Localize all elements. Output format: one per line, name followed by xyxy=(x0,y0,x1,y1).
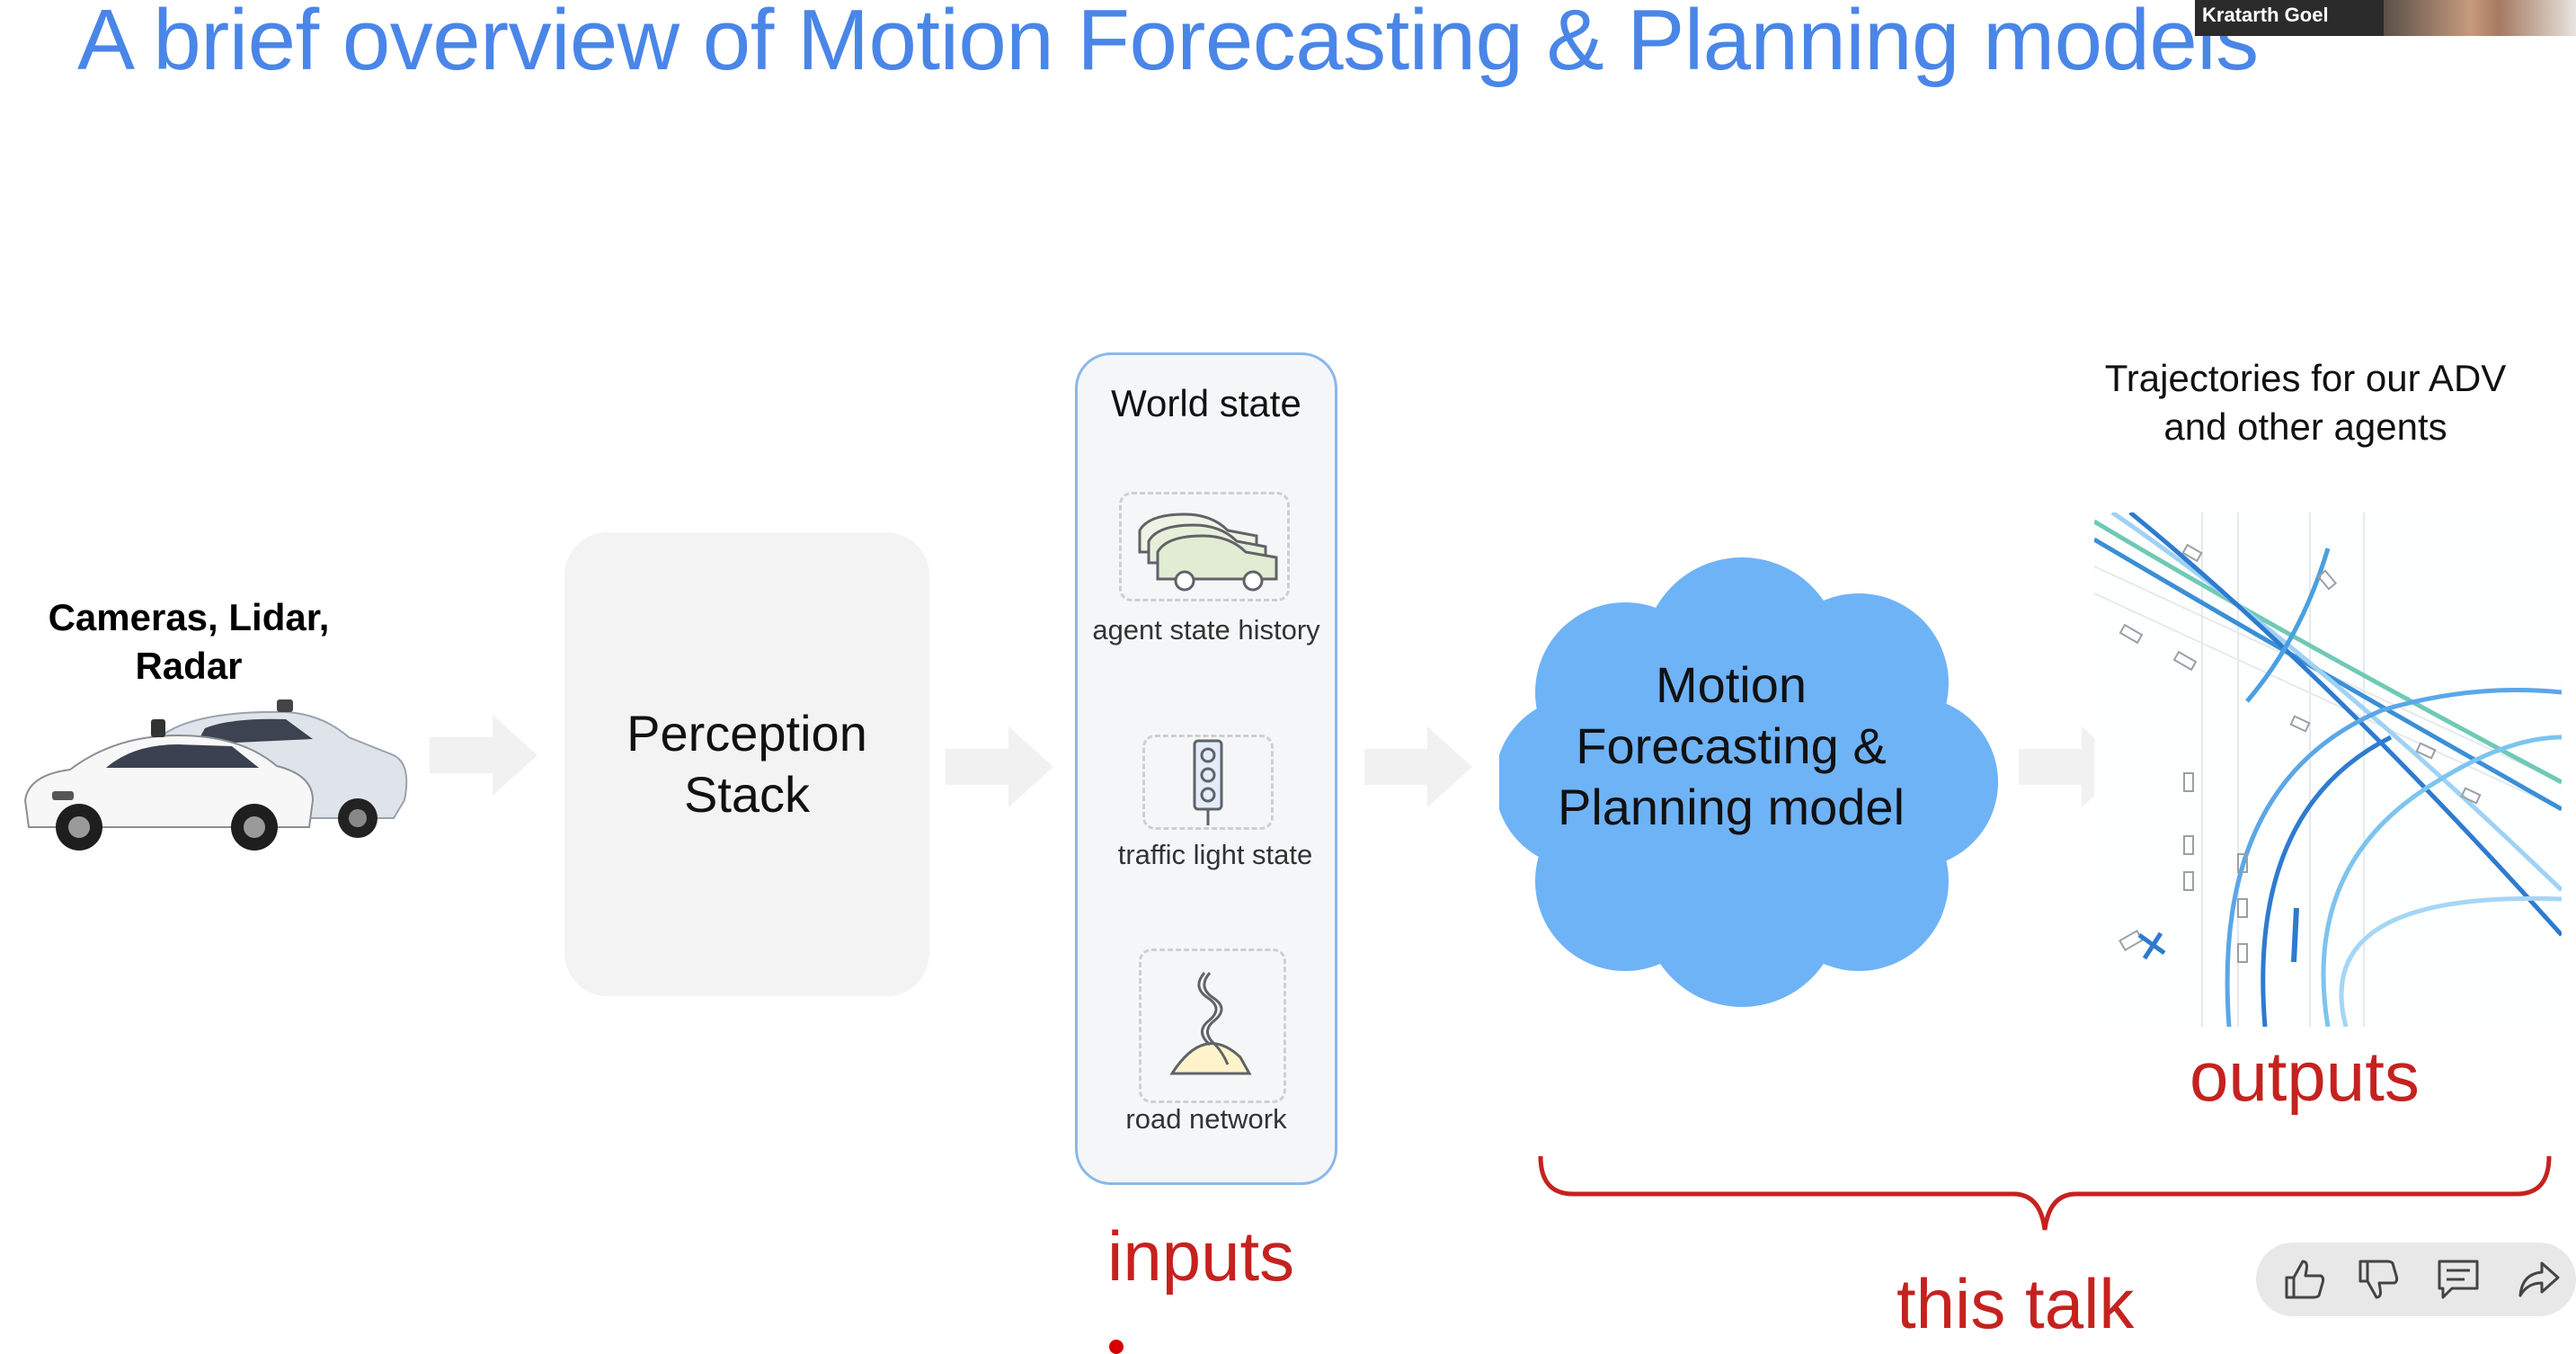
share-icon[interactable] xyxy=(2517,1258,2562,1301)
traffic-light-icon-frame xyxy=(1142,735,1274,830)
traffic-light-state-label: traffic light state xyxy=(1117,839,1313,870)
cars-icon xyxy=(1138,512,1278,592)
model-label: Motion Forecasting & Planning model xyxy=(1557,656,1905,835)
flow-arrow-1 xyxy=(430,715,537,796)
world-state-title: World state xyxy=(1111,382,1301,424)
trajectory-visualization xyxy=(2094,512,2562,1027)
slide-title: A brief overview of Motion Forecasting &… xyxy=(77,0,2259,88)
model-cloud xyxy=(1499,557,1998,1007)
agent-state-history-label: agent state history xyxy=(1092,614,1320,646)
speaker-video xyxy=(2384,0,2576,36)
sensors-label: Cameras, Lidar, Radar xyxy=(48,596,330,687)
thumbs-up-icon[interactable] xyxy=(2283,1258,2328,1301)
traffic-light-icon xyxy=(1193,739,1223,825)
inputs-label: inputs xyxy=(1107,1216,1295,1296)
speaker-video-thumbnail[interactable]: Kratarth Goel xyxy=(2195,0,2576,36)
outputs-label: outputs xyxy=(2190,1037,2420,1116)
cars-icon-frame xyxy=(1119,492,1290,601)
flow-arrow-3 xyxy=(1364,726,1472,807)
thumbs-down-icon[interactable] xyxy=(2357,1258,2402,1301)
speaker-name: Kratarth Goel xyxy=(2202,4,2329,26)
perception-stack-label: Perception Stack xyxy=(626,705,867,823)
trajectories-caption: Trajectories for our ADV and other agent… xyxy=(2104,357,2507,448)
world-state-panel: World state agent state history traffic … xyxy=(1075,352,1337,1185)
this-talk-brace xyxy=(1538,1155,2552,1231)
road-icon-frame xyxy=(1139,949,1286,1103)
waymo-car-image xyxy=(23,699,408,851)
road-icon xyxy=(1169,972,1252,1075)
perception-stack-box: Perception Stack xyxy=(564,532,929,996)
pointer-dot xyxy=(1109,1340,1124,1354)
comment-icon[interactable] xyxy=(2436,1258,2481,1301)
road-network-label: road network xyxy=(1125,1103,1287,1135)
reactions-bar xyxy=(2256,1243,2576,1316)
this-talk-label: this talk xyxy=(1896,1264,2135,1343)
flow-arrow-2 xyxy=(946,726,1053,807)
